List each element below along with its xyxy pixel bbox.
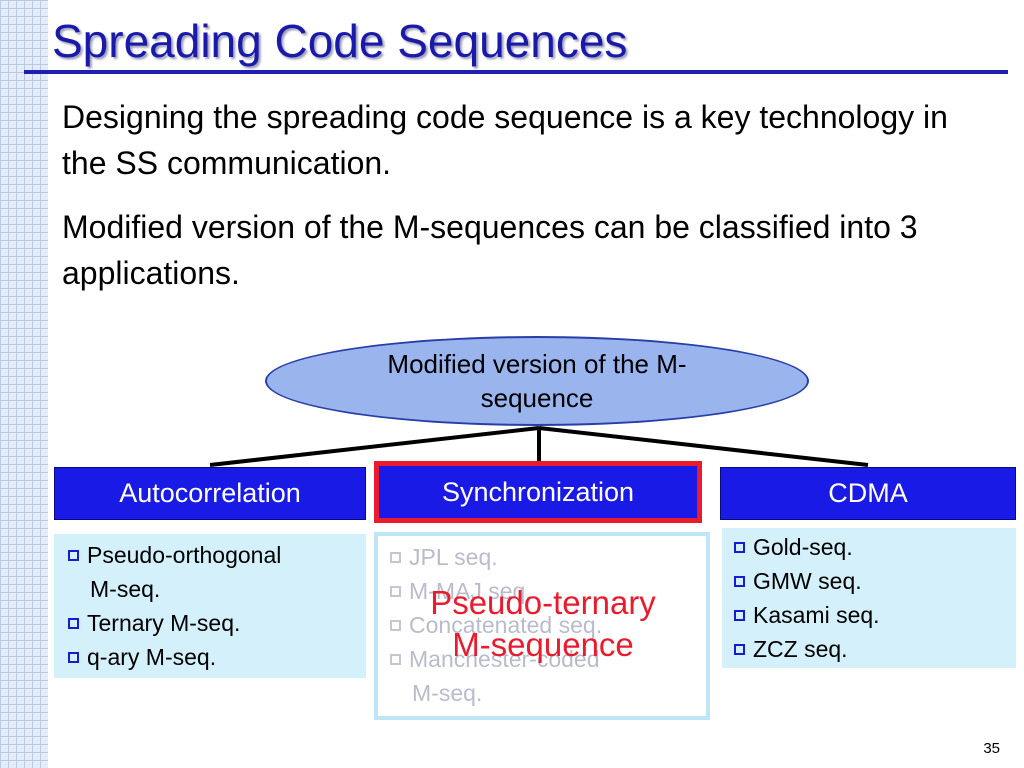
paragraph-2: Modified version of the M-sequences can …: [62, 209, 918, 291]
square-bullet-icon: [390, 552, 401, 563]
square-bullet-icon: [734, 576, 745, 587]
header-cdma: CDMA: [720, 467, 1016, 520]
square-bullet-icon: [734, 610, 745, 621]
panel-cdma: Gold-seq. GMW seq. Kasami seq. ZCZ seq.: [722, 528, 1016, 668]
list-item: q-ary M-seq.: [68, 640, 366, 674]
list-item: GMW seq.: [734, 564, 1016, 598]
list-item: Kasami seq.: [734, 598, 1016, 632]
list-item: Gold-seq.: [734, 530, 1016, 564]
list-item: Manchester-coded: [390, 642, 706, 676]
root-node: Modified version of the M-sequence: [265, 336, 809, 426]
list-item: JPL seq.: [390, 540, 706, 574]
square-bullet-icon: [390, 654, 401, 665]
list-item: Pseudo-orthogonal: [68, 538, 366, 572]
overlay-line-1: Pseudo-ternary: [430, 584, 656, 621]
page-number: 35: [983, 740, 1000, 757]
paragraph-1: Designing the spreading code sequence is…: [62, 99, 948, 181]
connector-right: [538, 426, 869, 467]
list-item: ZCZ seq.: [734, 632, 1016, 666]
list-item: Concatenated seq.: [390, 608, 706, 642]
list-item-continuation: M-seq.: [412, 680, 483, 706]
panel-synchronization: JPL seq. M-MAJ seq. Concatenated seq. Ma…: [374, 532, 710, 720]
header-autocorrelation: Autocorrelation: [54, 467, 366, 520]
left-decorative-strip: [0, 0, 48, 768]
title-underline: [24, 70, 1008, 74]
square-bullet-icon: [734, 542, 745, 553]
highlight-overlay-text: Pseudo-ternary M-sequence: [378, 582, 708, 666]
list-item-continuation: M-seq.: [90, 576, 161, 602]
header-synchronization: Synchronization: [374, 461, 702, 523]
square-bullet-icon: [68, 652, 79, 663]
panel-autocorrelation: Pseudo-orthogonal M-seq. Ternary M-seq. …: [54, 534, 366, 678]
list-item: M-MAJ seq.: [390, 574, 706, 608]
overlay-line-2: M-sequence: [452, 626, 634, 663]
root-node-label: Modified version of the M-sequence: [387, 349, 687, 413]
slide-title: Spreading Code Sequences: [52, 15, 628, 67]
connector-left: [209, 426, 540, 467]
square-bullet-icon: [390, 620, 401, 631]
square-bullet-icon: [390, 586, 401, 597]
list-item: Ternary M-seq.: [68, 606, 366, 640]
square-bullet-icon: [68, 550, 79, 561]
square-bullet-icon: [734, 644, 745, 655]
square-bullet-icon: [68, 618, 79, 629]
